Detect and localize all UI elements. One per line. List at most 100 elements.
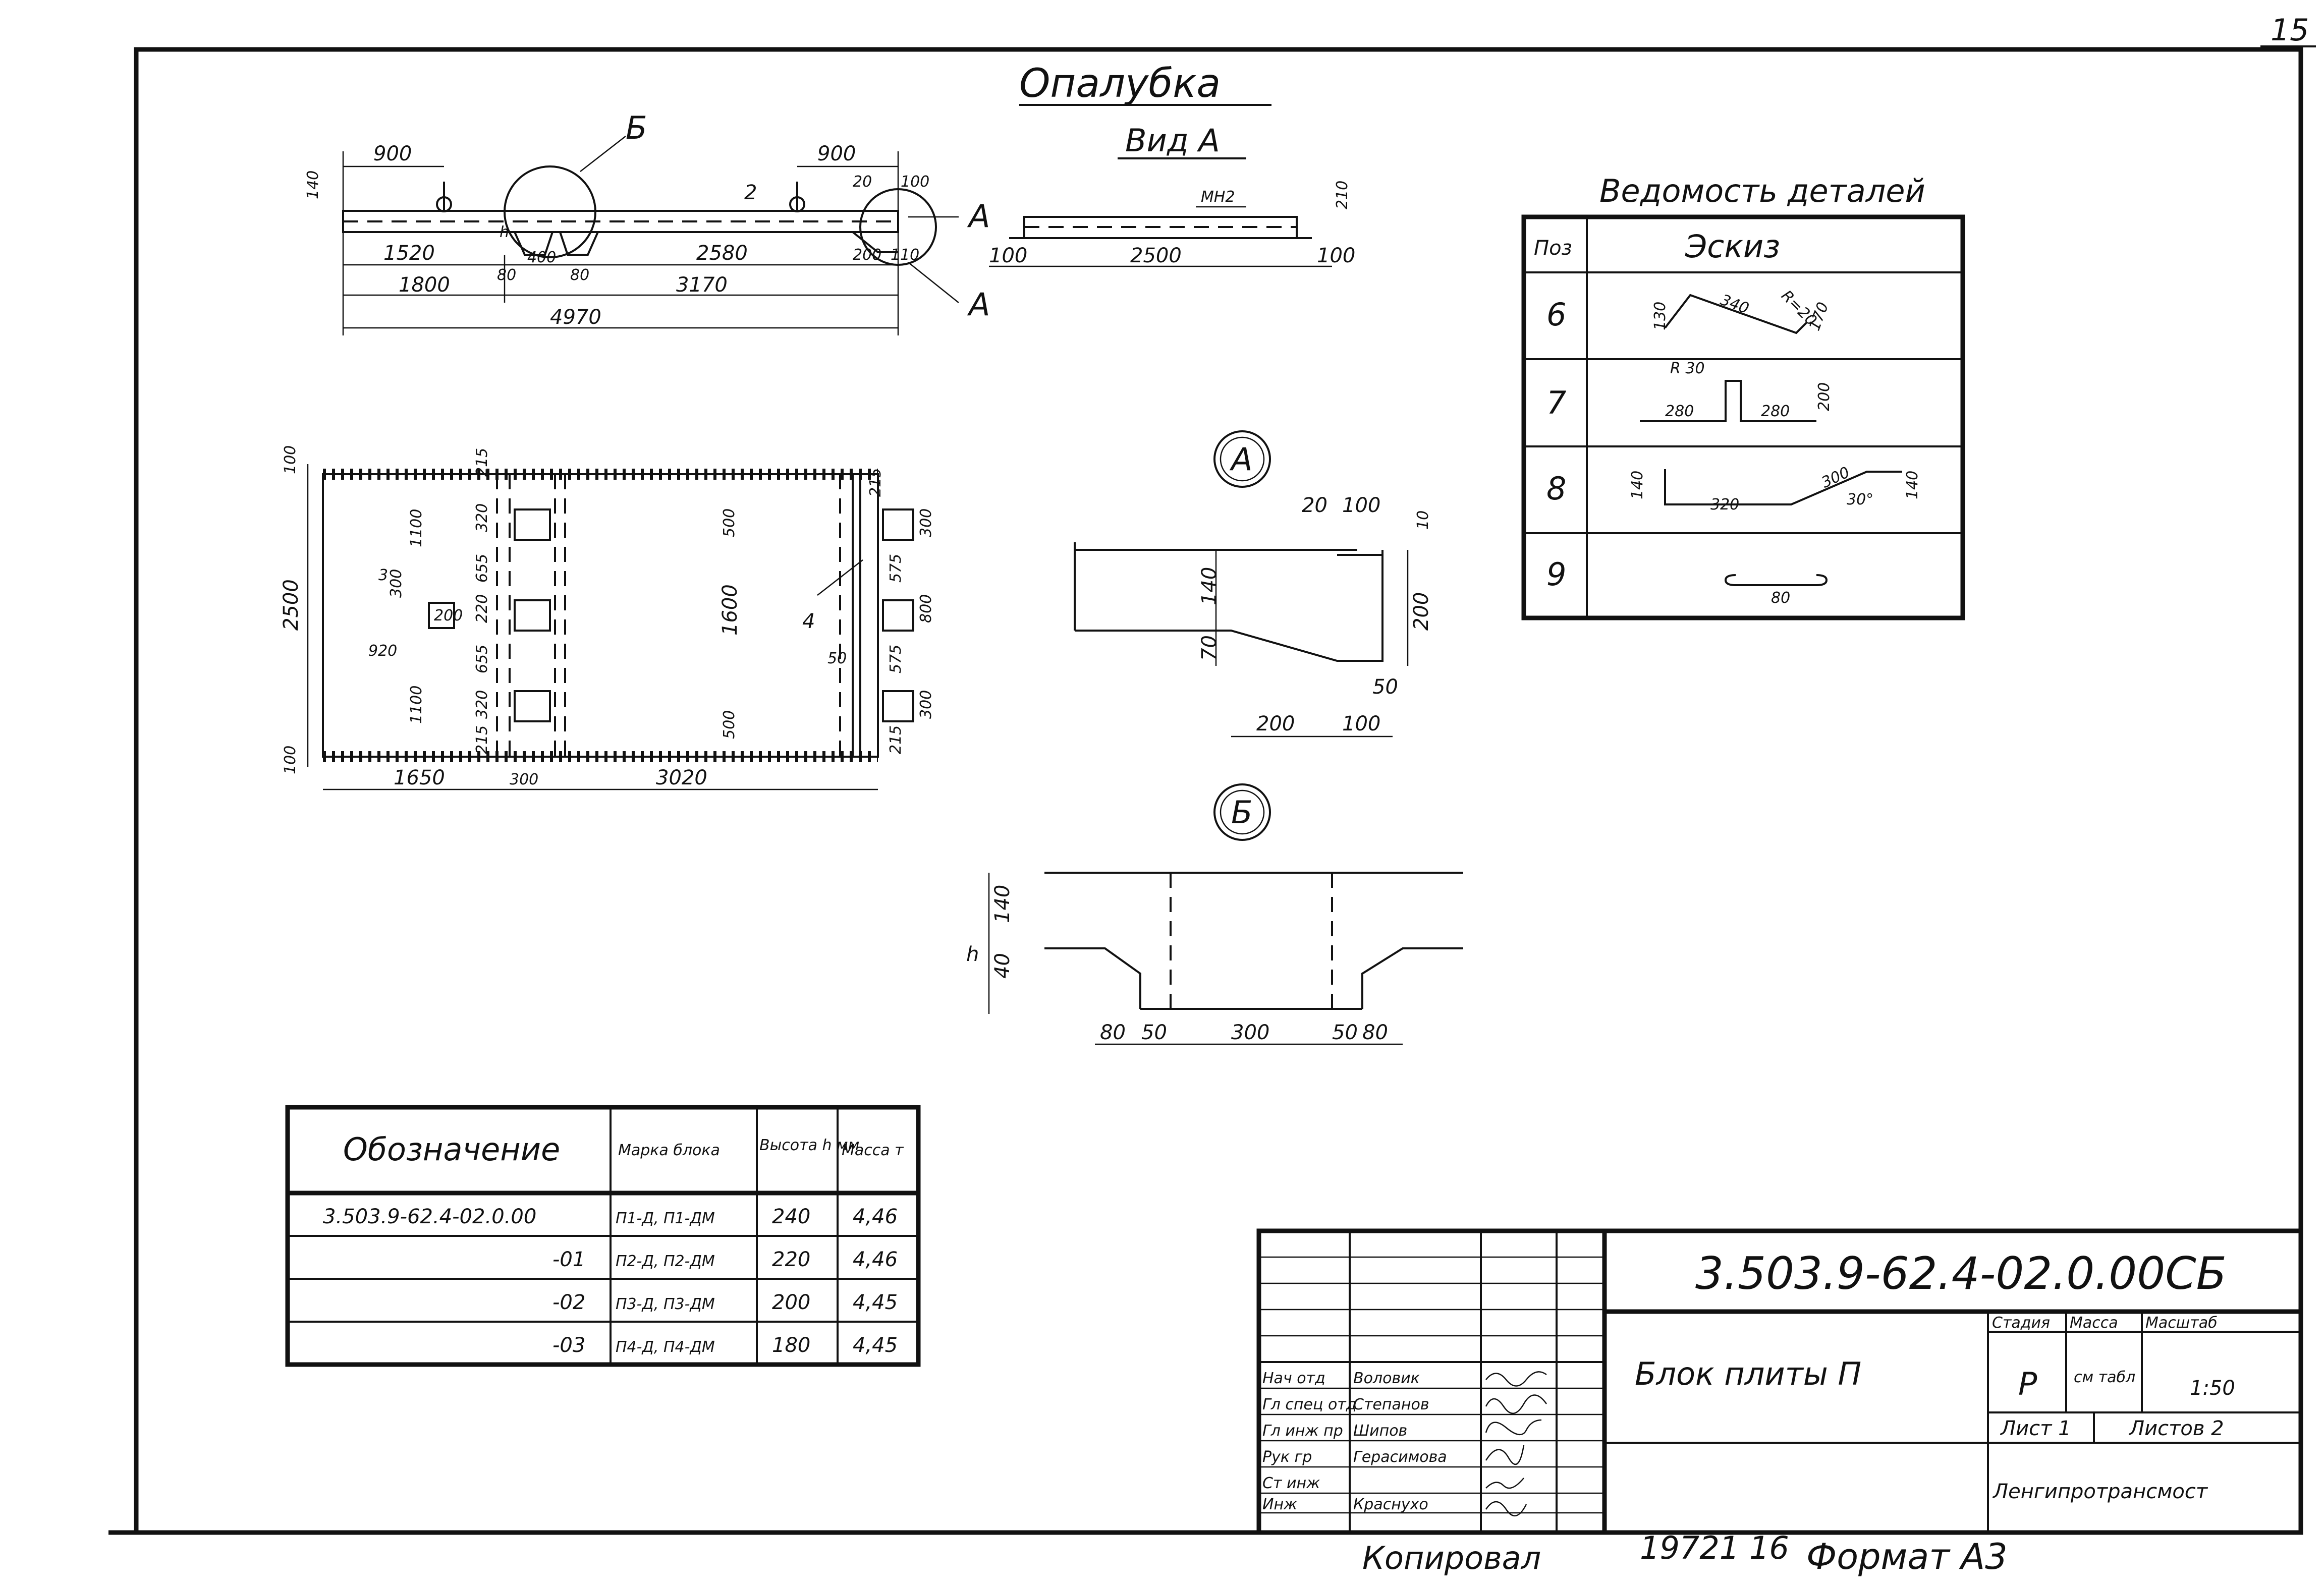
callout-b-leader: [580, 136, 626, 172]
spec-row-3-code: -03: [552, 1334, 585, 1357]
plan-center-500-bottom: 500: [721, 710, 738, 739]
tb-sheet: Лист 1: [2000, 1417, 2071, 1440]
spec-header-mass: Масса т: [842, 1142, 904, 1159]
dim-20-top: 20: [853, 173, 872, 191]
detail-a-dim-20: 20: [1302, 494, 1327, 517]
plan-dim-1100-top: 1100: [408, 509, 425, 547]
mark-h: h: [500, 223, 509, 241]
spec-row-0-code: 3.503.9-62.4-02.0.00: [323, 1205, 536, 1228]
mark-a-bottom: А: [967, 286, 990, 323]
detail-b-left-rib: [1044, 947, 1141, 1009]
plan-mid-220: 220: [473, 594, 491, 623]
tb-sheets: Листов 2: [2128, 1417, 2224, 1440]
dim-110: 110: [891, 246, 919, 264]
spec-row-3-h: 180: [772, 1334, 810, 1357]
dim-140: 140: [304, 171, 322, 199]
mark-2: 2: [744, 181, 757, 204]
plan-dim-300-bottom: 300: [510, 771, 538, 788]
signature-1: [1485, 1371, 1547, 1387]
tb-role-1: Гл спец отд: [1262, 1396, 1357, 1413]
page-number: 15: [2271, 13, 2309, 48]
plan-end-opening-2: [882, 599, 914, 632]
parts-table-frame: [1521, 214, 1965, 620]
parts-row-6-dim-340: 340: [1718, 291, 1751, 317]
spec-header-mark: Марка блока: [618, 1142, 720, 1159]
dim-3170: 3170: [676, 273, 728, 297]
dim-1520: 1520: [383, 242, 435, 265]
detail-b-dim-80-right: 80: [1362, 1021, 1388, 1044]
tb-name-5: Краснухо: [1353, 1496, 1428, 1513]
plan-mark-4: 4: [802, 610, 815, 633]
parts-row-8-dim-140-left: 140: [1629, 471, 1646, 499]
dim-80-left: 80: [497, 266, 516, 284]
parts-header-pos: Поз: [1534, 237, 1572, 260]
heading-view-a: Вид А: [1125, 122, 1220, 159]
signature-2: [1485, 1394, 1547, 1414]
plan-right-575-top: 575: [887, 554, 905, 583]
parts-row-7-sketch: [1640, 380, 1816, 422]
plan-dim-100-bottom: 100: [282, 746, 299, 774]
plan-mid-215-bottom: 215: [473, 725, 491, 754]
detail-a: А 20 100 10 140 70 200 50 200 100: [1074, 430, 1433, 738]
tb-name-1: Степанов: [1353, 1396, 1429, 1413]
parts-row-6-sketch: [1664, 294, 1807, 334]
detail-a-dim-200-bottom: 200: [1256, 712, 1295, 735]
plan-right-215-bottom: 215: [887, 725, 905, 754]
signature-5: [1485, 1478, 1524, 1489]
tb-name-2: Шипов: [1353, 1422, 1407, 1440]
plan-dim-1650: 1650: [394, 766, 445, 789]
plan-leader-4: [817, 559, 863, 596]
dim-1800: 1800: [399, 273, 450, 297]
parts-header-sketch: Эскиз: [1685, 228, 1780, 265]
spec-row-1-h: 220: [772, 1248, 810, 1271]
mark-a-top: А: [967, 198, 990, 235]
sheet-frame: [134, 47, 2303, 1535]
tb-scale: 1:50: [2190, 1377, 2235, 1400]
detail-b-right-rib: [1361, 947, 1463, 1009]
parts-row-9-dim-80: 80: [1771, 589, 1790, 607]
view-a: МН2 100 2500 100 210: [989, 181, 1355, 267]
dim-4970: 4970: [550, 306, 601, 329]
detail-a-dim-200-right: 200: [1410, 592, 1433, 631]
parts-table: Ведомость деталей Поз Эскиз 6 130 340 R=…: [1521, 173, 1965, 620]
detail-a-dim-70: 70: [1198, 635, 1221, 661]
spec-row-2-code: -02: [552, 1291, 585, 1314]
tb-mass: см табл: [2074, 1369, 2135, 1386]
view-a-dim-100-left: 100: [989, 244, 1027, 267]
detail-a-dim-10: 10: [1414, 511, 1432, 530]
tb-org: Ленгипротрансмост: [1992, 1480, 2208, 1503]
spec-row-1-mass: 4,46: [853, 1248, 898, 1271]
plan-mid-655-bottom: 655: [473, 645, 491, 673]
plan-opening-4: [428, 602, 455, 629]
detail-b-dim-40: 40: [991, 953, 1014, 979]
tb-mass-label: Масса: [2070, 1314, 2118, 1332]
spec-header-height: Высота h мм: [759, 1137, 859, 1154]
view-a-label-mn2: МН2: [1201, 188, 1235, 206]
plan-right-800: 800: [917, 594, 935, 623]
parts-row-9-pos: 9: [1546, 556, 1566, 593]
view-a-dim-210: 210: [1334, 181, 1351, 209]
plan-dim-2500: 2500: [280, 579, 303, 631]
spec-row-1-code: -01: [552, 1248, 585, 1271]
spec-table: Обозначение Марка блока Высота h мм Масс…: [285, 1105, 921, 1367]
spec-header-code: Обозначение: [343, 1131, 560, 1168]
plan-right-300-bottom: 300: [917, 690, 935, 719]
detail-b-dim-h: h: [966, 943, 979, 966]
view-a-dim-2500: 2500: [1130, 244, 1182, 267]
parts-row-8-dim-300: 300: [1819, 464, 1853, 492]
plan-mid-655-top: 655: [473, 554, 491, 583]
parts-row-6-pos: 6: [1546, 296, 1566, 333]
plan-right-300-top: 300: [917, 508, 935, 537]
spec-row-1-mark: П2-Д, П2-ДМ: [616, 1253, 715, 1270]
plan-dim-920: 920: [368, 642, 397, 660]
detail-a-dim-50: 50: [1372, 675, 1398, 699]
spec-row-0-h: 240: [772, 1205, 810, 1228]
heading-formwork: Опалубка: [1019, 61, 1221, 106]
plan-dim-3020: 3020: [656, 766, 707, 789]
plan-dim-100-top: 100: [282, 445, 299, 474]
spec-row-2-h: 200: [772, 1291, 810, 1314]
detail-b-callout-circle: [504, 165, 596, 258]
parts-row-8-sketch: [1664, 469, 1902, 505]
plan-right-575-bottom: 575: [887, 645, 905, 673]
